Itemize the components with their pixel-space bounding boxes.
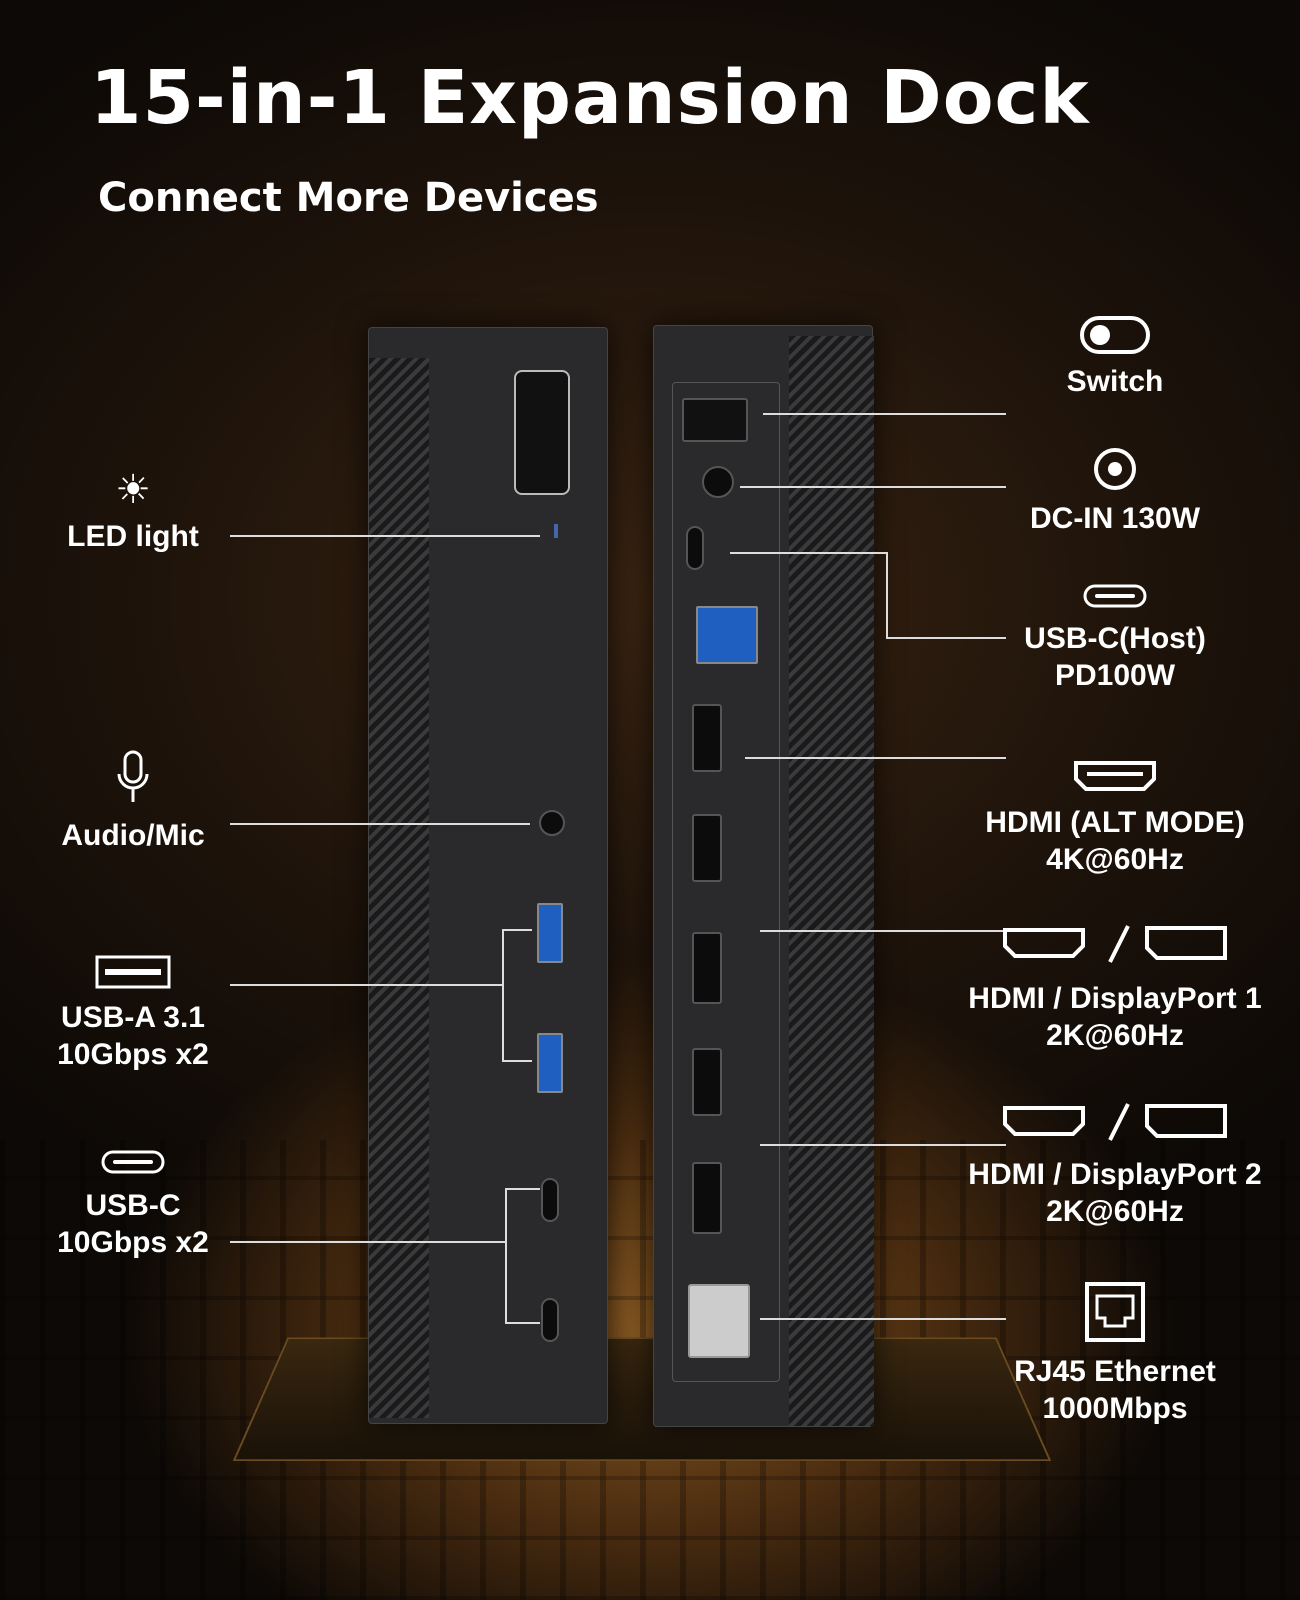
- label-usb-c: USB-C: [85, 1189, 181, 1222]
- label-usb-c-host: USB-C(Host): [1024, 622, 1206, 655]
- dock-right-side: [653, 325, 874, 1427]
- audio-jack[interactable]: [539, 810, 565, 836]
- leader-line-usb-c-host-vertical: [886, 552, 888, 638]
- label-usb-c-host-power: PD100W: [1054, 659, 1176, 692]
- leader-line-hdmi-alt: [745, 757, 1006, 759]
- hdmi-icon: [1074, 761, 1156, 791]
- dock-left-side: [368, 327, 608, 1424]
- power-switch[interactable]: [682, 398, 748, 442]
- leader-line-usb-a: [230, 984, 503, 986]
- label-hdmi-alt-resolution: 4K@60Hz: [1046, 843, 1184, 876]
- label-hdmi-dp-2: HDMI / DisplayPort 2: [968, 1158, 1262, 1191]
- led-indicator: [554, 524, 558, 538]
- displaylink-logo: [514, 370, 570, 495]
- hdmi-displayport-icon: [1003, 1103, 1227, 1141]
- usb-c-port-2[interactable]: [541, 1298, 559, 1342]
- leader-line-ethernet: [760, 1318, 1006, 1320]
- leader-line-led: [230, 535, 540, 537]
- io-panel: [672, 382, 780, 1382]
- hdmi-port-1[interactable]: [692, 814, 722, 882]
- label-usb-c-speed: 10Gbps x2: [57, 1226, 209, 1259]
- leader-line-audio: [230, 823, 530, 825]
- bracket-usb-c-bottom: [505, 1322, 540, 1324]
- sun-icon: ☀: [115, 468, 151, 512]
- leader-line-usb-c: [230, 1241, 506, 1243]
- displayport-1[interactable]: [692, 932, 722, 1004]
- vent-pattern: [789, 336, 874, 1426]
- bracket-usb-c: [505, 1188, 507, 1323]
- usb-c-icon: [101, 1150, 165, 1174]
- ethernet-icon: [1085, 1282, 1145, 1342]
- microphone-icon: [117, 750, 149, 802]
- usb-c-host-port[interactable]: [686, 526, 704, 570]
- leader-line-hdmi-dp-2: [760, 1144, 1006, 1146]
- label-usb-a-speed: 10Gbps x2: [57, 1038, 209, 1071]
- hdmi-port-2[interactable]: [692, 1048, 722, 1116]
- chip-platform: [232, 1337, 1052, 1462]
- label-hdmi-dp-1: HDMI / DisplayPort 1: [968, 982, 1262, 1015]
- hdmi-displayport-icon: [1003, 925, 1227, 963]
- hdmi-alt-mode-port[interactable]: [692, 704, 722, 772]
- label-hdmi-alt-mode: HDMI (ALT MODE): [985, 806, 1245, 839]
- label-switch: Switch: [1066, 365, 1164, 398]
- bracket-usb-a-top: [502, 929, 532, 931]
- page-subtitle: Connect More Devices: [98, 175, 599, 221]
- label-usb-a: USB-A 3.1: [61, 1001, 205, 1034]
- bracket-usb-a-bottom: [502, 1060, 532, 1062]
- page-title: 15-in-1 Expansion Dock: [90, 55, 1090, 141]
- usb-a-port-2[interactable]: [537, 1033, 563, 1093]
- leader-line-usb-c-host-horizontal: [886, 637, 1006, 639]
- leader-line-switch: [763, 413, 1006, 415]
- leader-line-dc: [740, 486, 1006, 488]
- usb-a-port-rear[interactable]: [696, 606, 758, 664]
- toggle-icon: [1080, 316, 1150, 354]
- label-dc-in: DC-IN 130W: [1029, 502, 1201, 535]
- label-hdmi-dp-2-resolution: 2K@60Hz: [1046, 1195, 1184, 1228]
- leader-line-usb-c-host: [730, 552, 887, 554]
- usb-a-port-1[interactable]: [537, 903, 563, 963]
- label-hdmi-dp-1-resolution: 2K@60Hz: [1046, 1019, 1184, 1052]
- bracket-usb-a: [502, 929, 504, 1061]
- label-led-light: LED light: [67, 520, 199, 553]
- vent-pattern: [369, 358, 429, 1418]
- dc-in-icon: [1094, 448, 1136, 490]
- leader-line-hdmi-dp-1: [760, 930, 1006, 932]
- usb-c-icon: [1083, 584, 1147, 608]
- label-audio-mic: Audio/Mic: [61, 819, 205, 852]
- label-rj45-ethernet: RJ45 Ethernet: [1014, 1355, 1216, 1388]
- bracket-usb-c-top: [505, 1188, 540, 1190]
- usb-c-port-1[interactable]: [541, 1178, 559, 1222]
- displayport-2[interactable]: [692, 1162, 722, 1234]
- ethernet-port[interactable]: [688, 1284, 750, 1358]
- usb-a-icon: [95, 955, 171, 989]
- label-ethernet-speed: 1000Mbps: [1042, 1392, 1188, 1425]
- dc-in-port[interactable]: [702, 466, 734, 498]
